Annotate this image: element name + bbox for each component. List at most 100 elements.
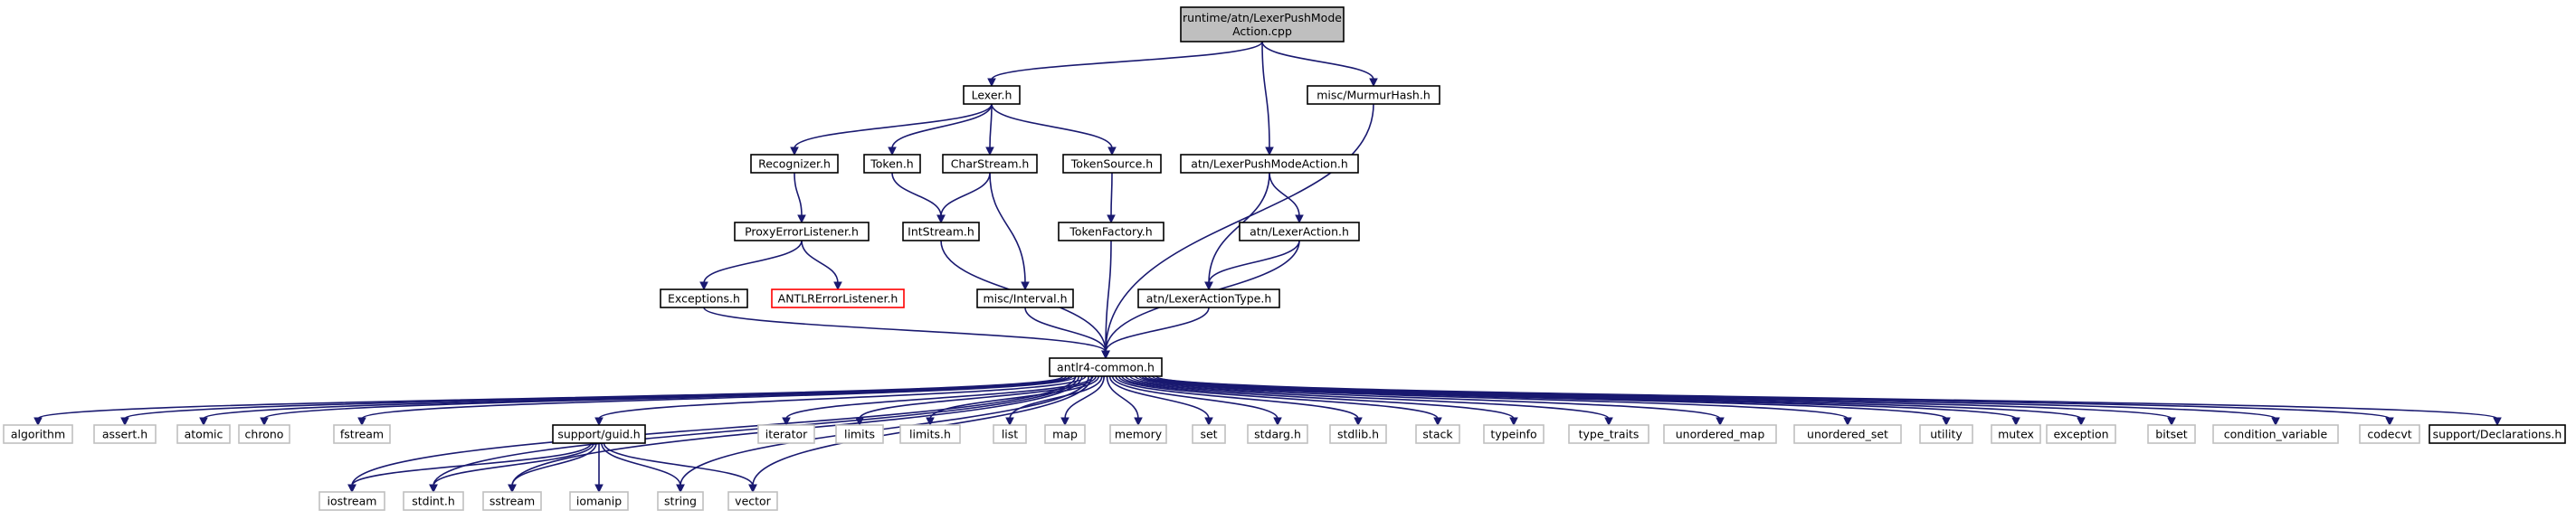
- node-box-stdarg[interactable]: [1247, 424, 1308, 444]
- node-condvar[interactable]: condition_variable: [2212, 424, 2339, 444]
- node-stdint[interactable]: stdint.h: [403, 491, 464, 511]
- node-box-recognizer[interactable]: [750, 154, 839, 174]
- node-sstream[interactable]: sstream: [482, 491, 542, 511]
- node-utility[interactable]: utility: [1919, 424, 1973, 444]
- node-string[interactable]: string: [657, 491, 704, 511]
- node-box-iterator[interactable]: [757, 424, 815, 444]
- node-box-list[interactable]: [993, 424, 1027, 444]
- node-box-lexer_h[interactable]: [963, 85, 1021, 105]
- node-box-iostream[interactable]: [318, 491, 385, 511]
- node-exception[interactable]: exception: [2046, 424, 2116, 444]
- node-box-charstream[interactable]: [942, 154, 1038, 174]
- node-stdarg[interactable]: stdarg.h: [1247, 424, 1308, 444]
- node-box-limits[interactable]: [835, 424, 884, 444]
- node-token[interactable]: Token.h: [863, 154, 921, 174]
- node-box-condvar[interactable]: [2212, 424, 2339, 444]
- node-box-antlrerror[interactable]: [771, 288, 905, 308]
- node-set[interactable]: set: [1192, 424, 1226, 444]
- node-tokensource[interactable]: TokenSource.h: [1062, 154, 1162, 174]
- node-box-string[interactable]: [657, 491, 704, 511]
- node-proxy[interactable]: ProxyErrorListener.h: [734, 222, 870, 241]
- node-box-token[interactable]: [863, 154, 921, 174]
- node-box-utility[interactable]: [1919, 424, 1973, 444]
- node-box-tokensource[interactable]: [1062, 154, 1162, 174]
- node-lexeractiontype[interactable]: atn/LexerActionType.h: [1137, 288, 1280, 308]
- node-vector[interactable]: vector: [727, 491, 778, 511]
- node-box-exception[interactable]: [2046, 424, 2116, 444]
- node-box-guid[interactable]: [552, 424, 646, 444]
- node-map[interactable]: map: [1044, 424, 1086, 444]
- node-stack[interactable]: stack: [1415, 424, 1460, 444]
- node-box-sstream[interactable]: [482, 491, 542, 511]
- node-unordered_set[interactable]: unordered_set: [1793, 424, 1902, 444]
- node-iterator[interactable]: iterator: [757, 424, 815, 444]
- node-codecvt[interactable]: codecvt: [2359, 424, 2420, 444]
- node-fstream[interactable]: fstream: [333, 424, 391, 444]
- node-recognizer[interactable]: Recognizer.h: [750, 154, 839, 174]
- node-atomic[interactable]: atomic: [176, 424, 231, 444]
- node-box-stdlib[interactable]: [1329, 424, 1387, 444]
- node-tokenfactory[interactable]: TokenFactory.h: [1058, 222, 1164, 241]
- node-box-unordered_set[interactable]: [1793, 424, 1902, 444]
- node-box-stdint[interactable]: [403, 491, 464, 511]
- node-stdlib[interactable]: stdlib.h: [1329, 424, 1387, 444]
- node-bitset[interactable]: bitset: [2147, 424, 2196, 444]
- node-box-stack[interactable]: [1415, 424, 1460, 444]
- node-antlrerror[interactable]: ANTLRErrorListener.h: [771, 288, 905, 308]
- node-box-exceptions[interactable]: [660, 288, 748, 308]
- node-root[interactable]: runtime/atn/LexerPushModeAction.cpp: [1180, 6, 1345, 43]
- node-iostream[interactable]: iostream: [318, 491, 385, 511]
- node-lpma_h[interactable]: atn/LexerPushModeAction.h: [1180, 154, 1359, 174]
- node-algorithm[interactable]: algorithm: [3, 424, 73, 444]
- node-box-root[interactable]: [1180, 6, 1345, 43]
- node-declarations[interactable]: support/Declarations.h: [2429, 424, 2566, 444]
- node-box-limits_h[interactable]: [899, 424, 961, 444]
- node-box-set[interactable]: [1192, 424, 1226, 444]
- node-mutex[interactable]: mutex: [1991, 424, 2041, 444]
- node-box-lpma_h[interactable]: [1180, 154, 1359, 174]
- node-guid[interactable]: support/guid.h: [552, 424, 646, 444]
- node-iomanip[interactable]: iomanip: [569, 491, 629, 511]
- node-box-murmur[interactable]: [1307, 85, 1440, 105]
- node-box-bitset[interactable]: [2147, 424, 2196, 444]
- node-common[interactable]: antlr4-common.h: [1049, 357, 1163, 377]
- node-box-map[interactable]: [1044, 424, 1086, 444]
- node-box-tokenfactory[interactable]: [1058, 222, 1164, 241]
- node-murmur[interactable]: misc/MurmurHash.h: [1307, 85, 1440, 105]
- node-lexeraction[interactable]: atn/LexerAction.h: [1239, 222, 1360, 241]
- node-limits[interactable]: limits: [835, 424, 884, 444]
- node-assert[interactable]: assert.h: [93, 424, 157, 444]
- node-box-assert[interactable]: [93, 424, 157, 444]
- node-interval[interactable]: misc/Interval.h: [976, 288, 1074, 308]
- node-box-codecvt[interactable]: [2359, 424, 2420, 444]
- node-memory[interactable]: memory: [1109, 424, 1167, 444]
- node-box-memory[interactable]: [1109, 424, 1167, 444]
- node-box-mutex[interactable]: [1991, 424, 2041, 444]
- node-box-unordered_map[interactable]: [1663, 424, 1777, 444]
- node-limits_h[interactable]: limits.h: [899, 424, 961, 444]
- node-exceptions[interactable]: Exceptions.h: [660, 288, 748, 308]
- node-intstream[interactable]: IntStream.h: [902, 222, 980, 241]
- node-box-intstream[interactable]: [902, 222, 980, 241]
- node-list[interactable]: list: [993, 424, 1027, 444]
- node-box-declarations[interactable]: [2429, 424, 2566, 444]
- node-box-atomic[interactable]: [176, 424, 231, 444]
- node-box-common[interactable]: [1049, 357, 1163, 377]
- node-box-fstream[interactable]: [333, 424, 391, 444]
- node-box-lexeraction[interactable]: [1239, 222, 1360, 241]
- node-unordered_map[interactable]: unordered_map: [1663, 424, 1777, 444]
- node-box-vector[interactable]: [727, 491, 778, 511]
- node-box-typeinfo[interactable]: [1483, 424, 1545, 444]
- node-box-chrono[interactable]: [238, 424, 290, 444]
- node-type_traits[interactable]: type_traits: [1568, 424, 1649, 444]
- node-box-lexeractiontype[interactable]: [1137, 288, 1280, 308]
- node-lexer_h[interactable]: Lexer.h: [963, 85, 1021, 105]
- node-box-proxy[interactable]: [734, 222, 870, 241]
- node-box-type_traits[interactable]: [1568, 424, 1649, 444]
- node-box-algorithm[interactable]: [3, 424, 73, 444]
- node-typeinfo[interactable]: typeinfo: [1483, 424, 1545, 444]
- node-box-interval[interactable]: [976, 288, 1074, 308]
- node-box-iomanip[interactable]: [569, 491, 629, 511]
- node-charstream[interactable]: CharStream.h: [942, 154, 1038, 174]
- node-chrono[interactable]: chrono: [238, 424, 290, 444]
